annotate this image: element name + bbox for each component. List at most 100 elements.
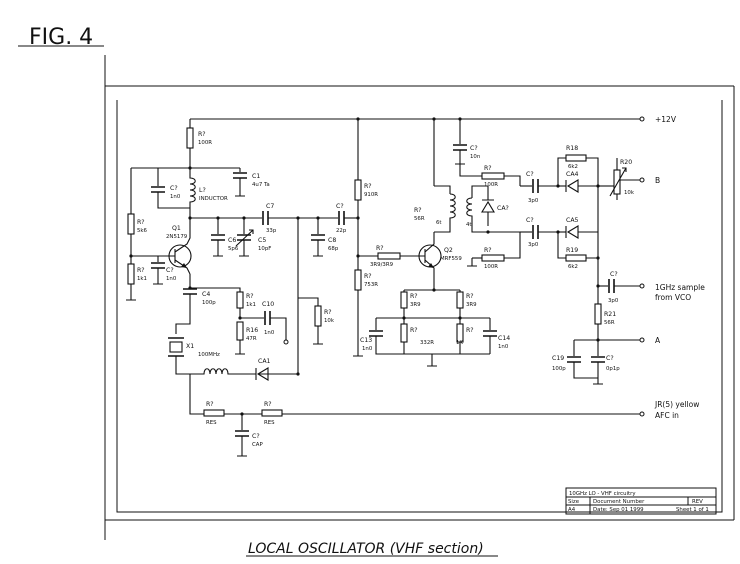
q2-ref: Q2 (444, 247, 453, 254)
wire (404, 282, 460, 291)
r20-val: 10k (624, 190, 635, 196)
supply-terminal (639, 116, 645, 122)
wire (130, 167, 158, 214)
pot-wiper (609, 167, 627, 197)
afc-label-1: JR(5) yellow (654, 400, 699, 409)
resistor-r-10k (314, 305, 322, 327)
junction (596, 284, 600, 288)
wire (270, 317, 287, 340)
title-block-doc-number: Document Number (593, 499, 645, 505)
c-e-ref: C? (166, 267, 174, 274)
capacitor-c4 (183, 288, 197, 295)
resistor-r16 (236, 321, 244, 341)
out-a-terminal (639, 337, 645, 343)
c1-val: 4u7 Ta (252, 182, 270, 188)
wire (130, 234, 168, 257)
r-base2-val: 3R9/3R9 (370, 262, 394, 268)
r19-val: 6k2 (568, 264, 578, 270)
c-3p0a-val: 3p0 (528, 198, 539, 204)
resistor-r18 (565, 154, 587, 162)
resistor-r-res1 (203, 409, 225, 417)
wire (353, 290, 363, 357)
r-10k-val: 10k (324, 318, 335, 324)
out-b-terminal (639, 177, 645, 183)
ca4-ref: CA4 (566, 171, 579, 178)
sample-label-2: from VCO (655, 293, 691, 302)
r19-ref: R19 (566, 247, 578, 254)
c-3p0c-val: 3p0 (608, 298, 619, 304)
diode-ca4 (565, 179, 598, 193)
r-100a-ref: R? (484, 165, 492, 172)
capacitor-c-3p0a (532, 179, 539, 193)
resistor-r-top (186, 127, 194, 149)
c10-ref: C10 (262, 301, 274, 308)
q2-leads (418, 232, 435, 282)
wire (175, 294, 191, 334)
r-b2-ref: R? (137, 267, 145, 274)
c-3p0c-ref: C? (610, 271, 618, 278)
wire (586, 157, 599, 258)
c10-val: 1n0 (264, 330, 275, 336)
r-332-val: 332R (420, 340, 434, 346)
resistor-r-100b (481, 254, 505, 262)
inductor-l-tank (189, 168, 196, 218)
wire (126, 284, 136, 301)
junction (596, 256, 600, 260)
l-tank-ref: L? (199, 187, 206, 194)
c14-val: 1n0 (498, 344, 509, 350)
r-top-ref: R? (198, 131, 206, 138)
junction (356, 216, 360, 220)
title-block: 10GHz LO - VHF circuitry Size Document N… (565, 487, 717, 515)
capacitor-c14 (483, 330, 497, 337)
wire (557, 232, 566, 259)
capacitor-c-cap (235, 430, 249, 437)
c4-ref: C4 (202, 291, 210, 298)
wire (467, 258, 477, 267)
wire (153, 268, 163, 285)
r18-val: 6k2 (568, 164, 578, 170)
title-block-rev: REV (692, 499, 703, 505)
wire (268, 218, 299, 375)
q2-val: MRF559 (440, 256, 462, 262)
r-e-ref: R? (246, 293, 254, 300)
wire (157, 192, 190, 209)
wire (504, 232, 521, 259)
terminal (283, 339, 289, 345)
resistor-r-b2 (127, 263, 135, 285)
resistor-r-base2 (377, 252, 401, 260)
capacitor-c1 (233, 172, 247, 179)
wire (313, 240, 323, 257)
junction (296, 372, 300, 376)
r-3r9b-val: 3R9 (466, 302, 477, 308)
title-block-size-val: A4 (568, 507, 576, 513)
title-block-size: Size (568, 499, 580, 505)
capacitor-c-3p0b (532, 225, 539, 239)
c4-val: 100p (202, 300, 216, 306)
crystal-x1 (169, 341, 183, 353)
c13-val: 1n0 (362, 346, 373, 352)
x1-ref: X1 (186, 343, 194, 350)
r-332-ref: R? (410, 327, 418, 334)
r20-ref: R20 (620, 159, 632, 166)
resistor-r-3r9b (456, 291, 464, 309)
wire (190, 287, 241, 292)
q2-emitter-arrow (428, 263, 434, 268)
r-753-val: 753R (364, 282, 378, 288)
c-tank-ref: C? (170, 185, 178, 192)
c-cap-val: CAP (252, 442, 263, 448)
wire (403, 318, 461, 354)
c-top-val: 10n (470, 154, 480, 160)
wire (586, 257, 599, 300)
c14-ref: C14 (498, 335, 510, 342)
coil-4t-label: 4t (466, 222, 472, 228)
resistor-r-res2 (261, 409, 283, 417)
r-base2-ref: R? (376, 245, 384, 252)
title-block-sheet: Sheet 1 of 1 (676, 507, 709, 513)
ca5-ref: CA5 (566, 217, 579, 224)
capacitor-c-tank (151, 186, 165, 193)
c-cap-ref: C? (252, 433, 260, 440)
title-block-title: 10GHz LO - VHF circuitry (569, 491, 636, 497)
capacitor-c5-trimmer (237, 234, 251, 241)
ca-mid-ref: CA? (497, 205, 509, 212)
capacitor-c-e (151, 262, 165, 269)
